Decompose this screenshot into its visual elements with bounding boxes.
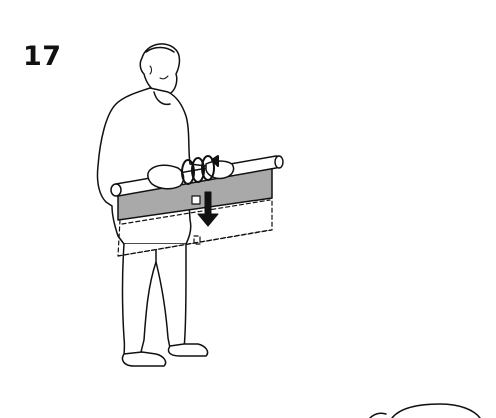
step-number: 17: [23, 41, 62, 72]
person-legs: [121, 243, 187, 357]
rotation-arrow-icon: [181, 155, 219, 185]
down-arrow-icon: [197, 191, 219, 227]
next-step-circle: [369, 403, 481, 418]
person-shoes: [121, 343, 209, 367]
unrolled-blind-outline: [117, 197, 273, 257]
person-head: [139, 43, 181, 96]
